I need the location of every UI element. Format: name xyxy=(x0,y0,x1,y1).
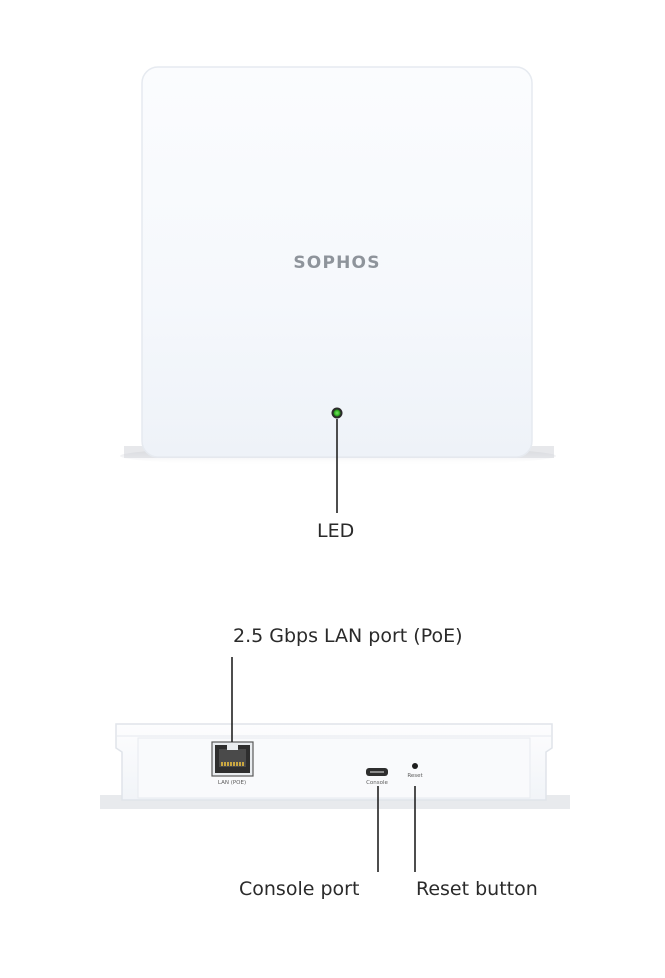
console-port xyxy=(366,768,388,776)
console-port-label: Console port xyxy=(239,878,360,900)
reset-silkscreen: Reset xyxy=(407,773,423,779)
front-view xyxy=(120,66,556,513)
led-indicator xyxy=(333,409,341,417)
console-port-silkscreen: Console xyxy=(366,780,388,786)
reset-button-label: Reset button xyxy=(416,878,538,900)
rear-panel-recess xyxy=(137,737,531,799)
lan-port xyxy=(211,741,254,777)
lan-port-silkscreen: LAN (POE) xyxy=(218,780,246,786)
lan-port-label: 2.5 Gbps LAN port (PoE) xyxy=(233,625,463,647)
led-label: LED xyxy=(317,520,355,542)
reset-pinhole xyxy=(412,763,418,769)
brand-logo: SOPHOS xyxy=(293,253,380,273)
rear-view xyxy=(100,657,570,872)
